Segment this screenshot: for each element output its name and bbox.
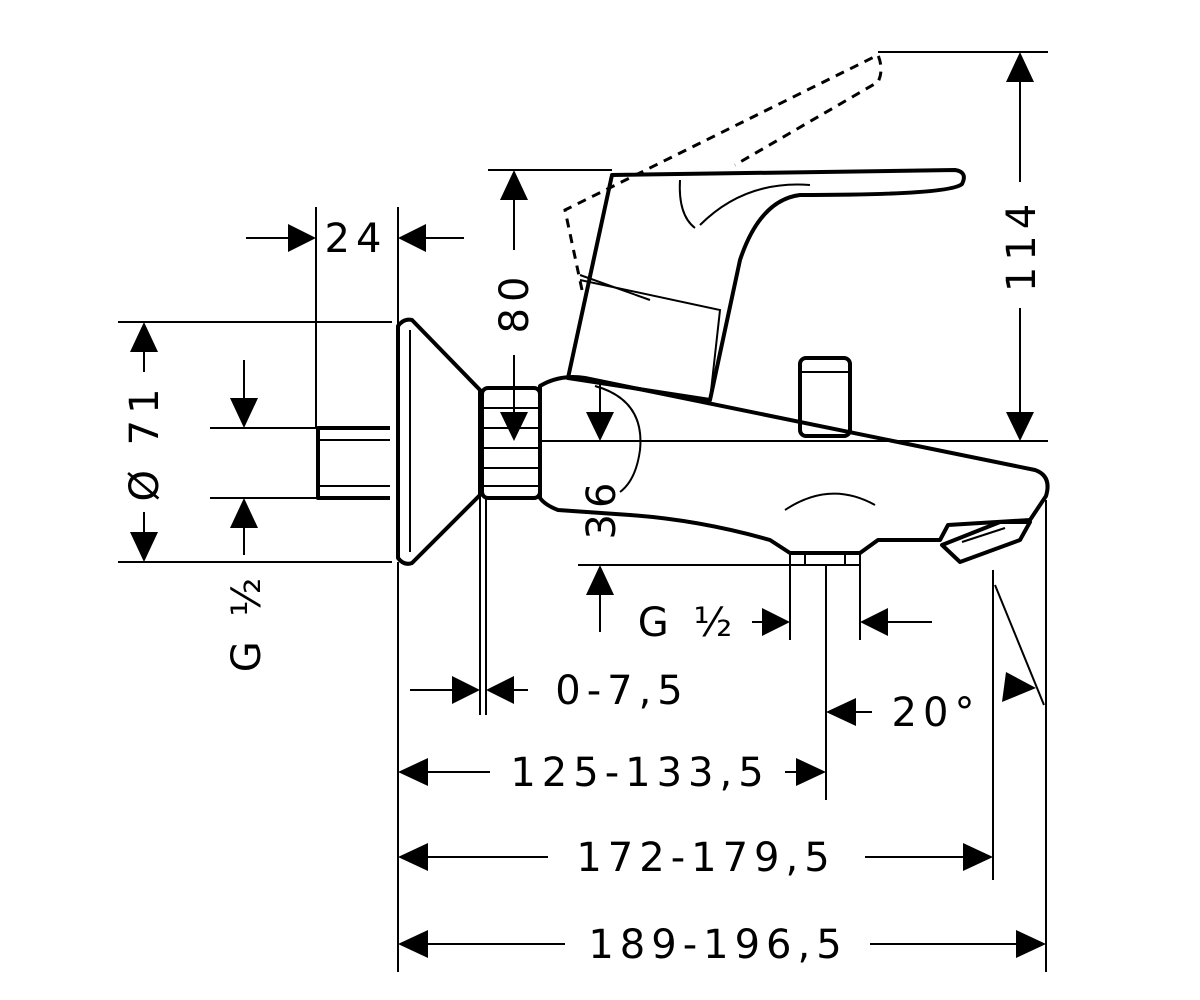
lever	[566, 168, 966, 402]
lever-handle	[566, 168, 966, 402]
dim-36: 36	[579, 477, 625, 540]
extension-lines	[118, 51, 1048, 972]
dim-g-half-left: G ½	[224, 572, 270, 672]
dim-24: 24	[325, 216, 388, 262]
wall-connector	[316, 426, 390, 500]
dim-189-196-5: 189-196,5	[588, 922, 847, 968]
dim-diameter-71: Ø 71	[122, 382, 168, 501]
aerator	[940, 520, 1032, 564]
dimension-lines	[130, 52, 1046, 958]
dim-114: 114	[999, 198, 1045, 292]
dim-20-degrees: 20°	[892, 690, 981, 736]
dim-80: 80	[492, 271, 538, 334]
mixer-body	[316, 317, 1050, 566]
dim-172-179-5: 172-179,5	[576, 835, 835, 881]
dim-0-7-5: 0-7,5	[555, 668, 689, 714]
dimension-labels: 24 80 114 Ø 71 G ½ 36 G ½ 0-7,5 20° 125-…	[122, 198, 1045, 968]
hex-nut	[480, 386, 542, 500]
dim-g-half-bottom: G ½	[638, 600, 738, 646]
dim-125-133-5: 125-133,5	[510, 750, 769, 796]
